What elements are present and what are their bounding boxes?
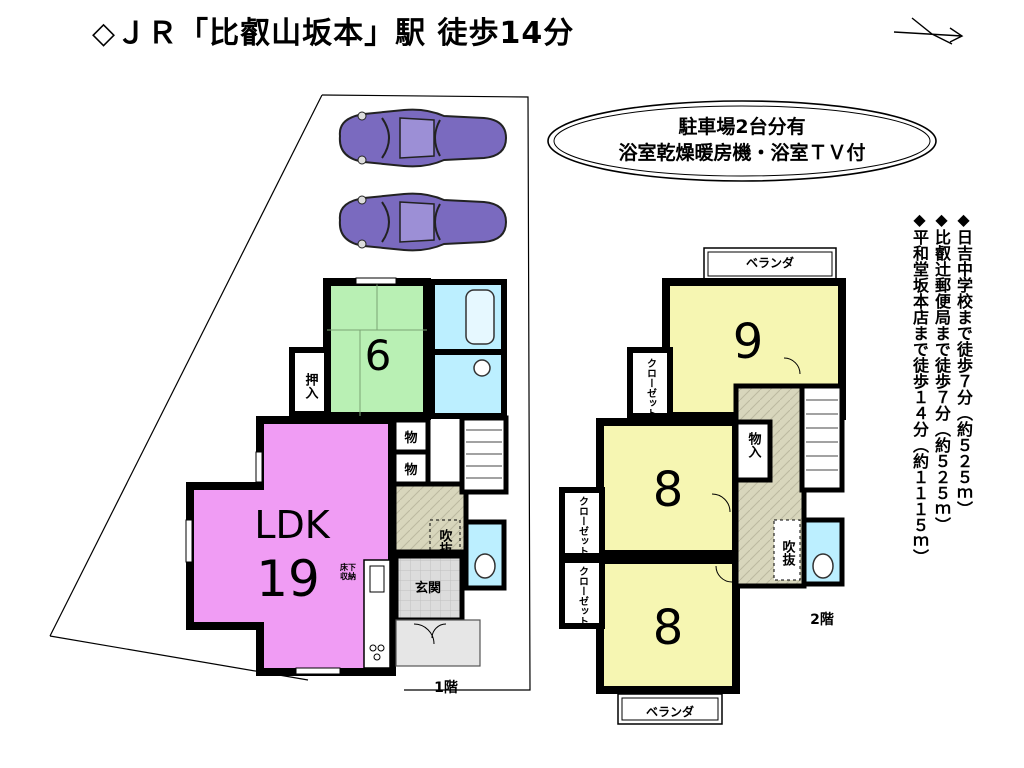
closet-label-2: クローゼット bbox=[577, 496, 589, 556]
storage-label-2: 物 bbox=[404, 462, 417, 478]
closet-label-1: クローゼット bbox=[645, 358, 657, 418]
car-2-icon bbox=[338, 192, 507, 252]
floor1-plan bbox=[185, 277, 509, 676]
nearby-supermarket: ◆平和堂坂本店まで徒歩１４分（約１１１５ｍ） bbox=[910, 210, 929, 565]
genkan-label: 玄関 bbox=[415, 580, 441, 596]
closet-label-3: クローゼット bbox=[577, 566, 589, 626]
parking-text: 駐車場2台分有 bbox=[678, 116, 806, 138]
oshiire-label: 押入 bbox=[303, 372, 319, 399]
monoire-label: 物入 bbox=[746, 431, 762, 458]
room-8-upper-size: 8 bbox=[653, 462, 684, 518]
north-arrow-icon bbox=[893, 17, 964, 45]
balcony-label-bottom: ベランダ bbox=[646, 704, 694, 719]
features-callout: 駐車場2台分有 浴室乾燥暖房機・浴室ＴＶ付 bbox=[544, 96, 940, 186]
nearby-post-office: ◆比叡辻郵便局まで徒歩７分（約５２５ｍ） bbox=[932, 210, 951, 533]
room-9-size: 9 bbox=[733, 314, 764, 370]
washitsu-size: 6 bbox=[365, 331, 392, 380]
ldk-label: LDK bbox=[254, 503, 330, 547]
car-1-icon bbox=[338, 108, 507, 168]
floor2-plan bbox=[559, 247, 846, 725]
floor2-label: 2階 bbox=[810, 611, 834, 628]
bath-features-text: 浴室乾燥暖房機・浴室ＴＶ付 bbox=[618, 142, 866, 164]
floor-storage-label: 床下収納 bbox=[340, 562, 356, 581]
balcony-label-top: ベランダ bbox=[746, 255, 794, 270]
floor1-label: 1階 bbox=[434, 679, 458, 696]
fukinuke-label-2: 吹抜 bbox=[780, 539, 796, 567]
ldk-size: 19 bbox=[256, 550, 320, 608]
storage-label-1: 物 bbox=[404, 430, 417, 446]
room-8-lower-size: 8 bbox=[653, 600, 684, 656]
page-title: ◇ＪＲ「比叡山坂本」駅 徒歩14分 bbox=[92, 16, 575, 51]
nearby-school: ◆日吉中学校まで徒歩７分（約５２５ｍ） bbox=[954, 210, 973, 517]
fukinuke-label-1: 吹抜 bbox=[437, 528, 453, 556]
